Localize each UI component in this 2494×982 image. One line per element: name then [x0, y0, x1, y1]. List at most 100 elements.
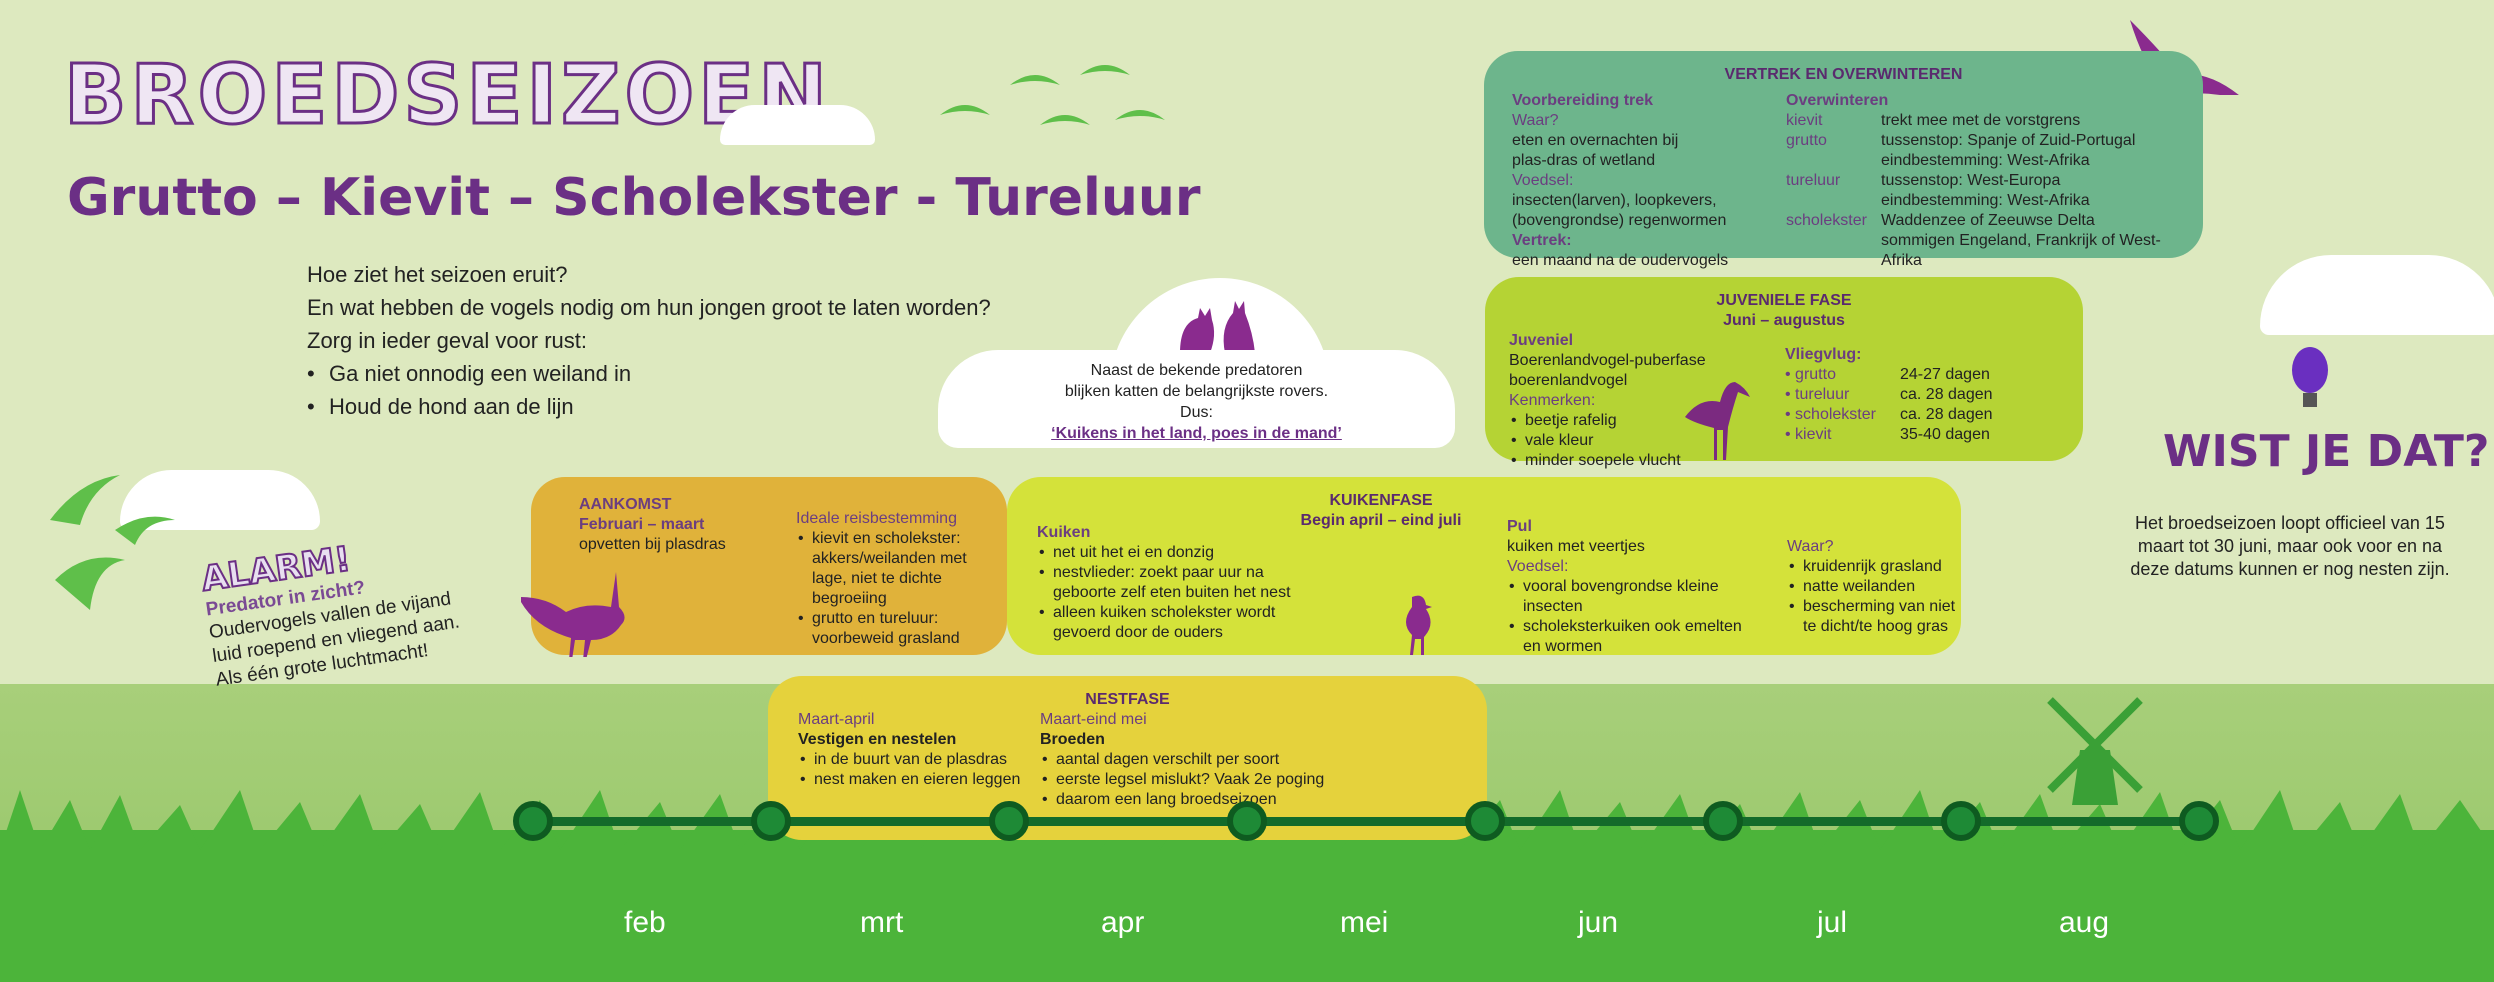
- juvenile-bird-silhouette-icon: [1685, 382, 1750, 460]
- alarm-note: ALARM! Predator in zicht? Oudervogels va…: [198, 525, 465, 692]
- list-item: kruidenrijk grasland: [1787, 557, 1957, 577]
- section-label: Ideale reisbestemming: [796, 510, 957, 527]
- card-title: VERTREK EN OVERWINTEREN: [1724, 66, 1963, 83]
- text-line: insecten(larven), loopkevers,: [1512, 192, 1717, 209]
- section-label: Voedsel:: [1512, 172, 1574, 189]
- section-label: Juveniel: [1509, 332, 1574, 349]
- card-title: AANKOMST: [579, 496, 672, 513]
- card-title: KUIKENFASE: [1329, 492, 1433, 509]
- species-info: trekt mee met de vorstgrens: [1881, 112, 2081, 129]
- text-line: kuiken met veertjes: [1507, 538, 1645, 555]
- vertrek-card: VERTREK EN OVERWINTEREN Voorbereiding tr…: [1484, 51, 2203, 269]
- timeline-node: [1465, 801, 1505, 841]
- species-name: [1786, 231, 1881, 271]
- text-line: opvetten bij plasdras: [579, 536, 726, 553]
- chick-silhouette-icon: [1406, 595, 1432, 655]
- flying-birds-icon: [940, 65, 1165, 125]
- list-item: vooral bovengrondse kleine insecten: [1507, 577, 1747, 617]
- section-label: Vliegvlug:: [1785, 346, 1862, 363]
- list-item: grutto en tureluur: voorbeweid grasland: [796, 609, 996, 649]
- species-cell: • scholekster: [1785, 406, 1876, 423]
- intro-bullet: Ga niet onnodig een weiland in: [307, 357, 991, 390]
- intro-text: Hoe ziet het seizoen eruit? En wat hebbe…: [307, 258, 991, 423]
- grass-strip: [0, 790, 2494, 982]
- text-line: Boerenlandvogel-puberfase: [1509, 352, 1706, 369]
- overwinter-row: eindbestemming: West-Afrika: [1786, 191, 2196, 211]
- text-line: eten en overnachten bij: [1512, 132, 1679, 149]
- timeline-node: [751, 801, 791, 841]
- species-info: sommigen Engeland, Frankrijk of West-Afr…: [1881, 232, 2161, 269]
- wist-je-dat-heading: WIST JE DAT?: [2163, 426, 2490, 477]
- species-info: tussenstop: Spanje of Zuid-Portugal: [1881, 132, 2136, 149]
- list-item: nestvlieder: zoekt paar uur na geboorte …: [1037, 563, 1297, 603]
- section-label: Kenmerken:: [1509, 392, 1596, 409]
- cloud-decoration: [720, 105, 875, 145]
- intro-line: Zorg in ieder geval voor rust:: [307, 328, 588, 353]
- list-item: kievit en scholekster: akkers/weilanden …: [796, 529, 996, 609]
- month-label: mei: [1340, 906, 1389, 939]
- list-item: alleen kuiken scholekster wordt gevoerd …: [1037, 603, 1297, 643]
- species-name: tureluur: [1795, 386, 1850, 403]
- lightbulb-icon: [2292, 347, 2328, 407]
- species-name: tureluur: [1786, 172, 1841, 189]
- section-label: Vestigen en nestelen: [798, 731, 957, 748]
- overwinter-row: eindbestemming: West-Afrika: [1786, 151, 2196, 171]
- species-info: tussenstop: West-Europa: [1881, 172, 2061, 189]
- cloud-text-line: Naast de bekende predatoren: [1090, 362, 1303, 379]
- list-item: aantal dagen verschilt per soort: [1040, 750, 1340, 770]
- card-period: Begin april – eind juli: [1300, 512, 1462, 529]
- fledge-days: ca. 28 dagen: [1900, 406, 1993, 423]
- list-item: eerste legsel mislukt? Vaak 2e poging: [1040, 770, 1340, 790]
- flying-birds-icon: [50, 475, 175, 610]
- overwinter-row: grutto tussenstop: Spanje of Zuid-Portuga…: [1786, 131, 2196, 151]
- section-label: Overwinteren: [1786, 92, 1889, 109]
- species-info: Waddenzee of Zeeuwse Delta: [1881, 212, 2095, 229]
- text-line: boerenlandvogel: [1509, 372, 1628, 389]
- section-label: Voedsel:: [1507, 558, 1569, 575]
- species-name: [1786, 151, 1881, 171]
- species-cell: • grutto: [1785, 366, 1836, 383]
- species-info: eindbestemming: West-Afrika: [1881, 152, 2090, 169]
- card-period: Juni – augustus: [1723, 312, 1845, 329]
- section-label: Kuiken: [1037, 524, 1091, 541]
- cloud-quote: ‘Kuikens in het land, poes in de mand’: [1051, 425, 1342, 442]
- timeline-node: [2179, 801, 2219, 841]
- cloud-text-line: blijken katten de belangrijkste rovers.: [1064, 383, 1329, 400]
- card-period: Maart-april: [798, 711, 875, 728]
- timeline-node: [1703, 801, 1743, 841]
- page-subtitle: Grutto – Kievit – Scholekster - Tureluur: [67, 168, 1201, 228]
- species-name: grutto: [1786, 132, 1827, 149]
- intro-bullet: Houd de hond aan de lijn: [307, 390, 991, 423]
- species-name: scholekster: [1786, 212, 1867, 229]
- timeline-node: [1941, 801, 1981, 841]
- species-name: grutto: [1795, 366, 1836, 383]
- overwinter-row: scholekster Waddenzee of Zeeuwse Delta: [1786, 211, 2196, 231]
- timeline-node: [989, 801, 1029, 841]
- month-label: apr: [1101, 906, 1145, 939]
- species-cell: • kievit: [1785, 426, 1832, 443]
- text-line: plas-dras of wetland: [1512, 152, 1656, 169]
- month-label: mrt: [860, 906, 904, 939]
- timeline-node: [1227, 801, 1267, 841]
- timeline-bar: [533, 817, 2200, 826]
- list-item: net uit het ei en donzig: [1037, 543, 1297, 563]
- cat-warning-cloud: Naast de bekende predatoren blijken katt…: [938, 350, 1455, 448]
- windmill-icon: [2047, 697, 2143, 805]
- timeline-node: [513, 801, 553, 841]
- overwinter-row: sommigen Engeland, Frankrijk of West-Afr…: [1786, 231, 2196, 271]
- list-item: vale kleur: [1509, 431, 1769, 451]
- wist-je-dat-text: Het broedseizoen loopt officieel van 15 …: [2130, 513, 2450, 579]
- card-period: Februari – maart: [579, 516, 705, 533]
- aankomst-card: AANKOMST Februari – maart opvetten bij p…: [521, 477, 1007, 657]
- section-label: Pul: [1507, 518, 1532, 535]
- species-cell: • tureluur: [1785, 386, 1850, 403]
- page-title: BROEDSEIZOEN: [63, 47, 831, 145]
- list-item: minder soepele vlucht: [1509, 451, 1769, 471]
- list-item: scholeksterkuiken ook emelten en wormen: [1507, 617, 1747, 657]
- kuikenfase-card: KUIKENFASE Begin april – eind juli Kuike…: [1007, 477, 1961, 655]
- species-info: eindbestemming: West-Afrika: [1881, 192, 2090, 209]
- list-item: bescherming van niet te dicht/te hoog gr…: [1787, 597, 1957, 637]
